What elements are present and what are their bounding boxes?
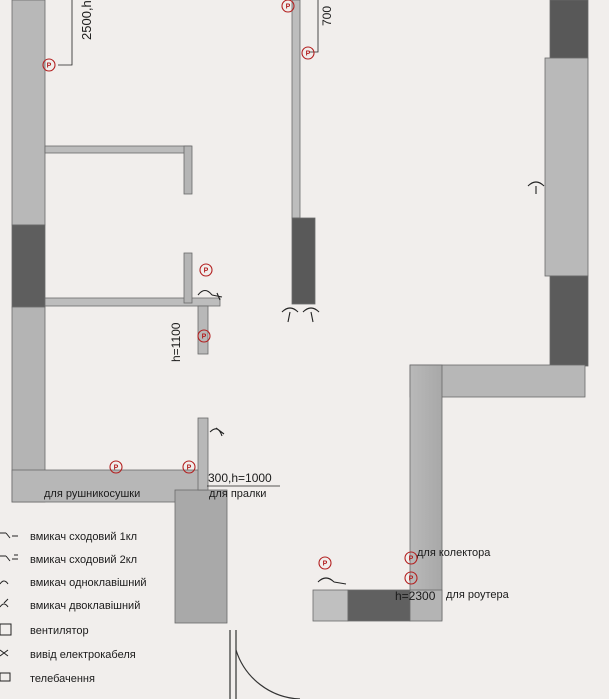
- label-collector: для колектора: [417, 547, 491, 559]
- outlet-icon: P: [301, 46, 315, 60]
- outlet-markers: P P P P P P P P: [42, 0, 418, 585]
- wall-washer-stub: [197, 417, 209, 491]
- svg-text:P: P: [47, 63, 52, 70]
- svg-text:P: P: [187, 465, 192, 472]
- svg-text:P: P: [204, 268, 209, 275]
- wall-center: [291, 0, 301, 219]
- legend: вмикач сходовий 1кл вмикач сходовий 2кл …: [0, 531, 147, 685]
- outlet-icon: P: [404, 551, 418, 565]
- svg-text:P: P: [306, 51, 311, 58]
- legend-label: вмикач двоклавішний: [30, 600, 140, 612]
- wall-middle-vertical: [183, 252, 193, 304]
- legend-label: вмикач сходовий 2кл: [30, 554, 137, 566]
- wall-left-dark: [11, 224, 46, 308]
- legend-item: вентилятор: [0, 623, 89, 637]
- wall-bottom-right-end: [409, 589, 443, 622]
- fan-icon: [0, 623, 12, 636]
- legend-item: вмикач сходовий 2кл: [0, 554, 137, 566]
- switch-double-icon: [0, 598, 9, 608]
- wall-middle-horizontal: [44, 297, 221, 307]
- door: [229, 630, 301, 699]
- legend-label: вмикач сходовий 1кл: [30, 531, 137, 543]
- legend-label: вивід електрокабеля: [30, 649, 136, 661]
- legend-label: вентилятор: [30, 625, 89, 637]
- label-router: для роутера: [446, 589, 510, 601]
- dimension-700: 700: [320, 6, 334, 26]
- svg-text:P: P: [286, 4, 291, 11]
- dimension-h2300: h=2300: [395, 589, 436, 603]
- label-towel-dryer: для рушникосушки: [44, 488, 140, 500]
- wall-center-dark: [291, 217, 316, 305]
- outlet-icon: P: [404, 571, 418, 585]
- svg-text:P: P: [409, 576, 414, 583]
- wall-left-lower: [11, 306, 46, 503]
- outlet-icon: P: [109, 460, 123, 474]
- dimension-lines: [58, 0, 319, 487]
- switch-icon: [317, 577, 347, 585]
- wall-right-top-dark: [549, 0, 589, 59]
- switch-icon: [302, 307, 320, 323]
- label-washer: для пралки: [209, 488, 266, 500]
- outlet-icon: P: [182, 460, 196, 474]
- wall-partition-top: [44, 145, 192, 154]
- legend-item: вмикач сходовий 1кл: [0, 531, 137, 543]
- legend-item: вмикач двоклавішний: [0, 598, 140, 612]
- switch-symbols: [197, 181, 545, 585]
- tv-icon: [0, 672, 11, 682]
- switch-icon: [281, 307, 299, 323]
- walls: [11, 0, 589, 624]
- wall-partition-right: [183, 145, 193, 195]
- legend-item: телебачення: [0, 672, 95, 685]
- dimension-300-h1000: 300,h=1000: [208, 471, 272, 485]
- legend-label: телебачення: [30, 673, 95, 685]
- wall-bottom-left: [11, 469, 208, 503]
- outlet-icon: P: [281, 0, 295, 13]
- wall-l-vertical: [409, 364, 443, 621]
- switch-icon: [209, 427, 225, 437]
- switch-single-icon: [0, 580, 9, 585]
- legend-item: вивід електрокабеля: [0, 649, 136, 661]
- dimension-h1100: h=1100: [169, 322, 183, 362]
- switch-icon: [527, 181, 545, 194]
- switch-icon: [197, 289, 223, 301]
- svg-text:P: P: [202, 334, 207, 341]
- wall-lower-stub: [174, 489, 228, 624]
- outlet-icon: P: [197, 329, 211, 343]
- wall-right-top: [544, 57, 589, 277]
- svg-text:P: P: [323, 561, 328, 568]
- svg-text:P: P: [114, 465, 119, 472]
- outlet-icon: P: [318, 556, 332, 570]
- svg-text:P: P: [409, 556, 414, 563]
- outlet-icon: P: [42, 58, 56, 72]
- wall-bottom-right-light: [312, 589, 349, 622]
- cable-outlet-icon: [0, 649, 9, 657]
- switch-stair-2-icon: [0, 554, 18, 562]
- legend-item: вмикач одноклавішний: [0, 577, 147, 589]
- wall-right-dark: [549, 275, 589, 367]
- switch-stair-1-icon: [0, 532, 18, 539]
- legend-label: вмикач одноклавішний: [30, 577, 147, 589]
- dimension-2500: 2500,h: [79, 0, 94, 40]
- wall-left-outer: [11, 0, 46, 226]
- outlet-icon: P: [199, 263, 213, 277]
